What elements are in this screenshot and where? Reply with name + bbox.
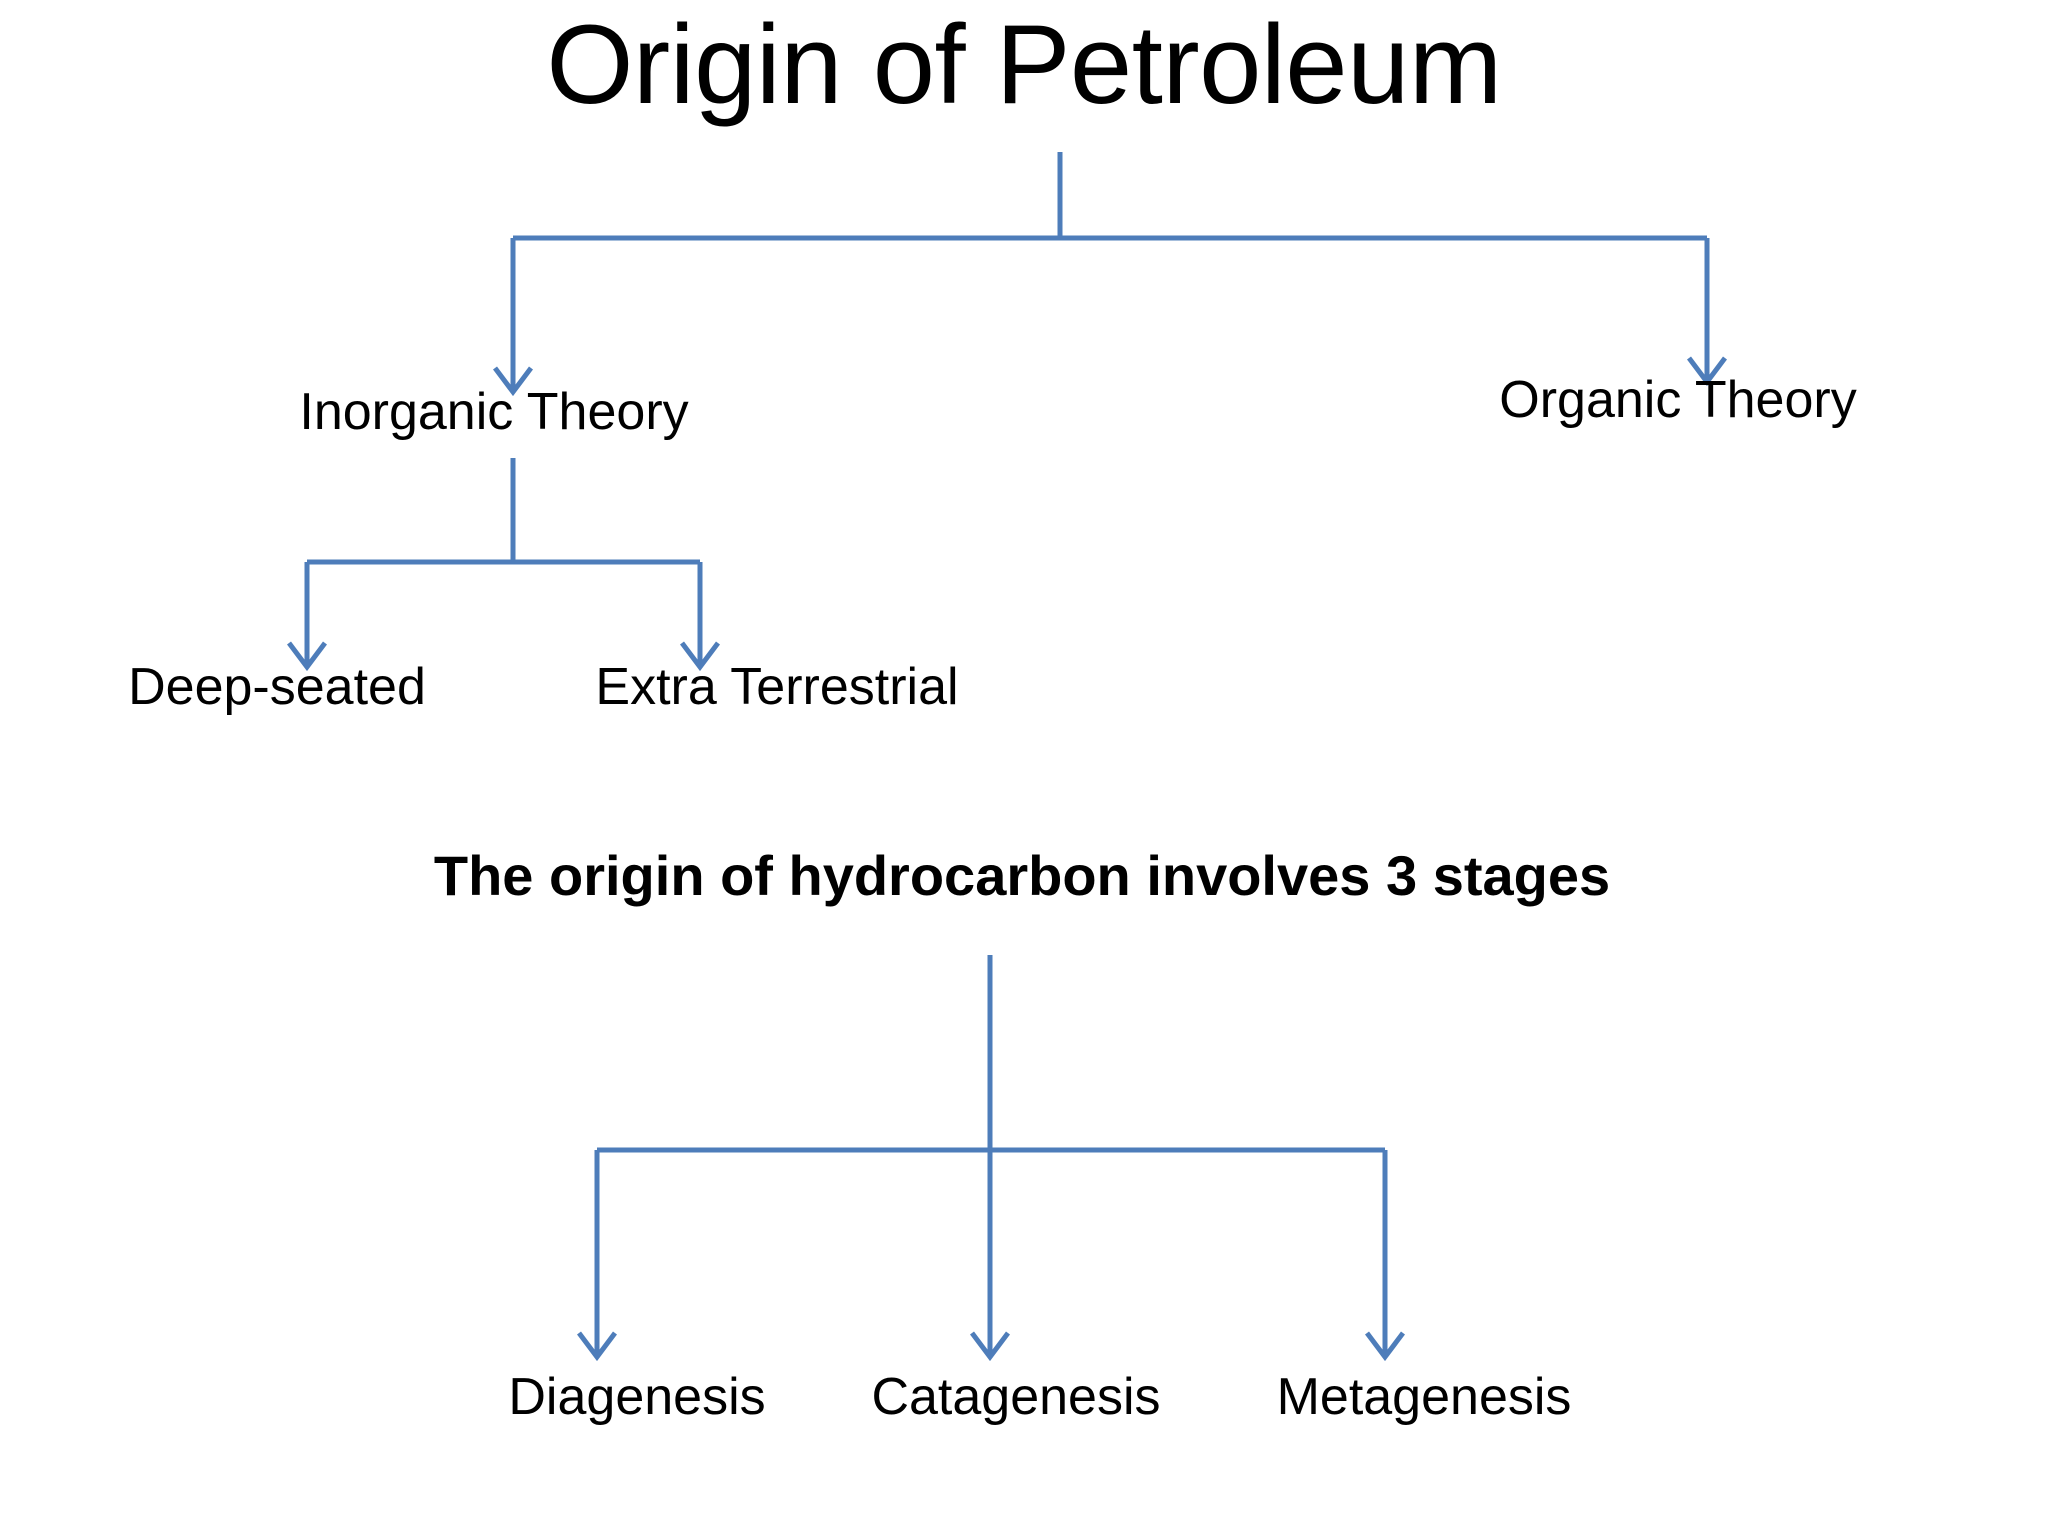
node-organic-theory: Organic Theory [1499, 371, 1857, 429]
node-deep-seated: Deep-seated [128, 658, 426, 716]
node-diagenesis: Diagenesis [508, 1368, 766, 1426]
arrowhead-metagenesis [1365, 1331, 1405, 1362]
stages-heading: The origin of hydrocarbon involves 3 sta… [433, 844, 1611, 907]
node-inorganic-theory: Inorganic Theory [299, 383, 689, 441]
node-metagenesis: Metagenesis [1276, 1368, 1572, 1426]
node-catagenesis: Catagenesis [871, 1368, 1161, 1426]
page-title: Origin of Petroleum [546, 2, 1502, 127]
arrowhead-catagenesis [970, 1331, 1010, 1362]
node-extra-terrestrial: Extra Terrestrial [595, 658, 959, 716]
arrowhead-diagenesis [577, 1331, 617, 1362]
